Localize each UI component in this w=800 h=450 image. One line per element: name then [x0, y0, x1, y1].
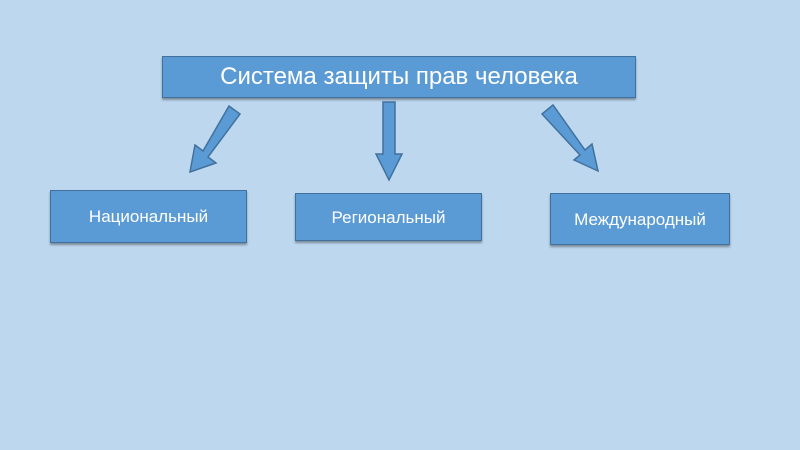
arrow-right [540, 103, 600, 173]
international-label: Международный [574, 209, 706, 229]
national-box: Национальный [50, 190, 247, 243]
root-box: Система защиты прав человека [162, 56, 636, 98]
regional-box: Региональный [295, 193, 482, 241]
root-label: Система защиты прав человека [220, 63, 578, 90]
arrow-center [374, 101, 404, 182]
national-label: Национальный [88, 207, 209, 226]
international-box: Международный [550, 193, 730, 245]
regional-label: Региональный [331, 207, 446, 227]
arrow-left [189, 104, 242, 174]
